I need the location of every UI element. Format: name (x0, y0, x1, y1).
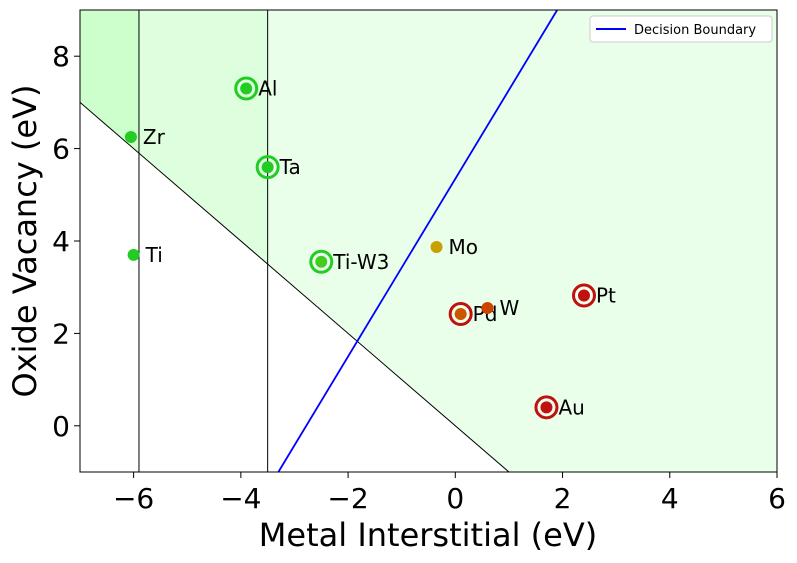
x-tick-label: −2 (327, 482, 368, 515)
legend-box (589, 15, 773, 43)
reference-lines (80, 10, 558, 472)
point-ring (571, 283, 596, 308)
y-tick-label: 4 (52, 225, 70, 258)
point-label: Pt (596, 284, 616, 308)
point-label: Ti-W3 (332, 250, 389, 274)
point-label: Ti (145, 243, 163, 267)
data-point (540, 401, 553, 414)
data-point (481, 301, 494, 314)
y-tick-label: 2 (52, 317, 70, 350)
data-point (124, 131, 137, 144)
x-tick-label: 0 (446, 482, 464, 515)
point-ring (234, 76, 259, 101)
decision-boundary-line (277, 10, 558, 472)
y-tick-label: 8 (52, 40, 70, 73)
legend: Decision Boundary (589, 15, 773, 43)
data-point (240, 82, 253, 95)
data-point (315, 255, 328, 268)
y-tick-label: 0 (52, 410, 70, 443)
diagonal-line (80, 102, 510, 472)
x-tick-label: 6 (768, 482, 786, 515)
legend-label: Decision Boundary (634, 23, 756, 38)
data-point (127, 248, 140, 261)
x-tick-label: 2 (554, 482, 572, 515)
point-ring (448, 301, 473, 326)
data-point (261, 161, 274, 174)
x-tick-label: 4 (661, 482, 679, 515)
x-axis-ticks: −6 −4 −2 0 2 4 6 (113, 472, 786, 515)
x-axis-label: Metal Interstitial (eV) (259, 516, 597, 554)
data-point (454, 307, 467, 320)
y-axis-label: Oxide Vacancy (eV) (6, 85, 44, 398)
point-ring (255, 155, 280, 180)
point-label: Al (258, 77, 277, 101)
data-point (430, 241, 443, 254)
point-label: W (499, 296, 519, 320)
y-axis-ticks: 0 2 4 6 8 (52, 40, 80, 443)
point-ring (309, 249, 334, 274)
point-label: Au (558, 395, 584, 419)
point-ring (534, 395, 559, 420)
point-label: Zr (143, 125, 166, 149)
y-tick-label: 6 (52, 133, 70, 166)
data-point (577, 289, 590, 302)
x-tick-label: −6 (113, 482, 154, 515)
point-label: Ta (279, 155, 301, 179)
point-label: Mo (449, 235, 479, 259)
x-tick-label: −4 (220, 482, 261, 515)
